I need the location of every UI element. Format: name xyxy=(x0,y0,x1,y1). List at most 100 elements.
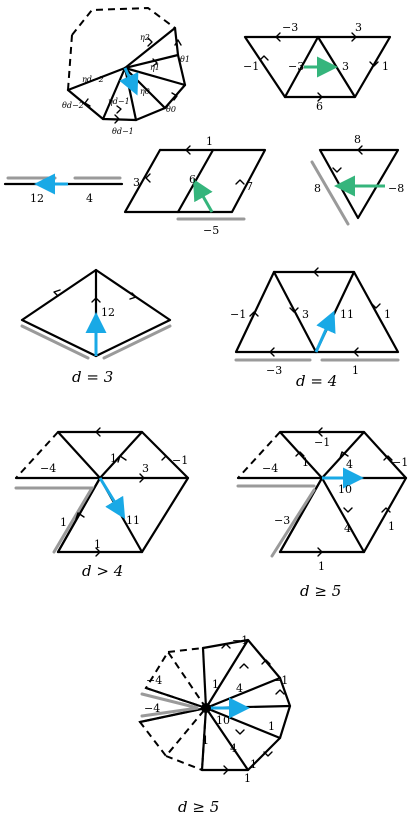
panel-rhombus-d3: 12 d = 3 xyxy=(20,268,172,386)
label-bottom-right: 1 xyxy=(352,364,359,377)
spoke-eta2 xyxy=(123,26,177,70)
chevron-mark xyxy=(129,292,137,300)
panel-parallelogram: 1 3 6 7 −5 xyxy=(123,135,267,237)
chevron-mark xyxy=(114,114,120,124)
label-eta1: η1 xyxy=(150,63,160,72)
spoke-left-a xyxy=(144,686,208,710)
spoke-eta1-b xyxy=(123,66,187,87)
label-top: 1 xyxy=(206,135,213,148)
label-right: 7 xyxy=(246,180,253,193)
label-bottom: 1 xyxy=(94,538,101,551)
chevron-mark xyxy=(275,689,285,695)
label-top: −1 xyxy=(232,634,248,647)
chevron-mark xyxy=(353,347,359,357)
label-arrow: 11 xyxy=(126,514,140,527)
boundary-gray xyxy=(14,486,95,554)
chevron-mark xyxy=(116,105,122,114)
label-top: 1 xyxy=(110,452,117,465)
label-top-right: −1 xyxy=(392,456,408,469)
label-left: −4 xyxy=(40,462,56,475)
label-theta-d2: θd−2 xyxy=(62,101,84,110)
spoke xyxy=(204,706,282,740)
chevron-mark xyxy=(221,643,231,649)
boundary-gray-right xyxy=(102,324,172,360)
label-left-a: −4 xyxy=(146,674,162,687)
chevron-mark xyxy=(381,507,391,513)
label-lower-right: 1 xyxy=(250,758,257,771)
chevron-mark xyxy=(289,307,299,313)
boundary-gray-diag xyxy=(270,488,316,558)
label-upper-mid: 4 xyxy=(346,458,353,471)
chevron-mark xyxy=(317,427,323,437)
chevron-mark xyxy=(263,751,273,757)
panel-hex-d-ge-5: −1 1 4 −1 −4 10 −3 4 1 1 d ≥ 5 xyxy=(236,427,408,600)
label-bottom: −5 xyxy=(203,224,219,237)
label-left: 12 xyxy=(30,192,44,205)
label-left: −1 xyxy=(230,308,246,321)
chevron-mark xyxy=(369,61,379,67)
label-lower-left: 1 xyxy=(202,734,209,747)
label-theta1: θ1 xyxy=(180,55,190,64)
label-top-left: −3 xyxy=(282,21,298,34)
chevron-mark xyxy=(223,765,229,775)
chevron-mark xyxy=(313,267,319,277)
boundary-gray-wedge xyxy=(140,692,199,718)
inner-edge xyxy=(320,430,366,480)
spoke-left-b xyxy=(138,706,208,724)
panel-fan-d-ge-5: −1 1 4 −1 −4 −4 10 1 1 4 1 1 d ≥ 5 xyxy=(138,634,292,816)
chevron-mark xyxy=(371,303,381,309)
chevron-mark xyxy=(357,145,363,155)
panel-segment: 12 4 xyxy=(3,173,124,205)
chevron-mark xyxy=(147,37,153,47)
inner-edge xyxy=(272,270,318,354)
chevron-mark xyxy=(161,455,171,461)
caption: d = 4 xyxy=(296,372,337,390)
spoke xyxy=(204,638,250,710)
spoke xyxy=(204,706,250,772)
label-left-b: −4 xyxy=(144,702,160,715)
dashed-edge xyxy=(15,431,59,479)
label-right: 1 xyxy=(382,60,389,73)
label-top-right: 3 xyxy=(355,21,362,34)
label-right: 1 xyxy=(384,308,391,321)
green-arrow xyxy=(193,178,214,213)
chevron-mark xyxy=(317,547,323,557)
chevron-mark xyxy=(239,663,249,669)
inner-edge xyxy=(98,430,144,480)
chevron-mark xyxy=(95,427,101,437)
chevron-mark xyxy=(249,311,259,317)
chevron-mark xyxy=(332,167,342,173)
chevron-mark xyxy=(235,179,245,185)
panel-trapezoid-d4: −1 3 11 1 −3 1 d = 4 xyxy=(230,267,400,390)
label-eta0: η0 xyxy=(140,87,150,96)
trapezoid-outline xyxy=(234,270,400,354)
label-bottom: 1 xyxy=(318,560,325,573)
label-right: 4 xyxy=(86,192,93,205)
label-left: −4 xyxy=(262,462,278,475)
label-mid-left: −3 xyxy=(288,60,304,73)
panel-hex-d-gt-4: 1 −1 −4 3 1 11 1 d > 4 xyxy=(14,427,190,580)
triangle-outline xyxy=(318,148,400,220)
caption: d ≥ 5 xyxy=(300,582,341,600)
label-top-right: −1 xyxy=(172,454,188,467)
chevron-mark xyxy=(75,512,85,520)
dashed-bottom xyxy=(165,755,203,771)
chevron-mark xyxy=(235,729,245,735)
label-upper-left: 1 xyxy=(302,456,309,469)
spoke xyxy=(201,646,208,710)
dashed-edge xyxy=(237,431,281,479)
blue-arrow xyxy=(98,477,126,520)
spoke xyxy=(204,676,282,710)
label-lower-left: −3 xyxy=(274,514,290,527)
label-left: −1 xyxy=(243,60,259,73)
label-bottom-left: −3 xyxy=(266,364,282,377)
chevron-mark xyxy=(91,297,101,303)
caption: d = 3 xyxy=(72,368,113,386)
chevron-mark xyxy=(145,173,151,183)
chevron-mark xyxy=(259,55,269,61)
chevron-mark xyxy=(261,659,271,665)
label-top: −1 xyxy=(314,436,330,449)
chevron-mark xyxy=(351,32,357,42)
label-mid-right: 3 xyxy=(342,60,349,73)
label-eta2: η2 xyxy=(140,33,150,42)
